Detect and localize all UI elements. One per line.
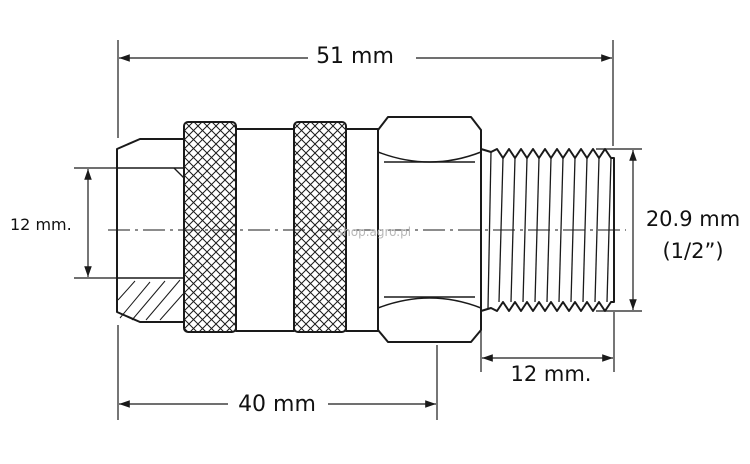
hex-nut-face-bottom [377, 297, 482, 309]
watermark: shop.agro.pl [337, 225, 411, 239]
dim-overall-length-label: 51 mm [316, 44, 394, 69]
dim-thread-size-label: (1/2”) [662, 239, 723, 263]
knurled-ring-right [293, 121, 347, 333]
dim-thread-length [480, 312, 615, 372]
dim-thread-length-label: 12 mm. [511, 362, 592, 386]
dim-thread-diameter-label: 20.9 mm [646, 207, 740, 231]
dim-socket-length [117, 325, 438, 420]
bore-chamfer [173, 167, 185, 179]
dim-thread-diameter [596, 148, 642, 312]
dim-inner-diameter [74, 167, 116, 279]
dim-socket-length-label: 40 mm [238, 392, 316, 417]
section-hatch [117, 279, 184, 321]
dim-overall-length [117, 40, 614, 146]
dim-inner-diameter-label: 12 mm. [10, 215, 72, 234]
knurled-ring-left [183, 121, 237, 333]
